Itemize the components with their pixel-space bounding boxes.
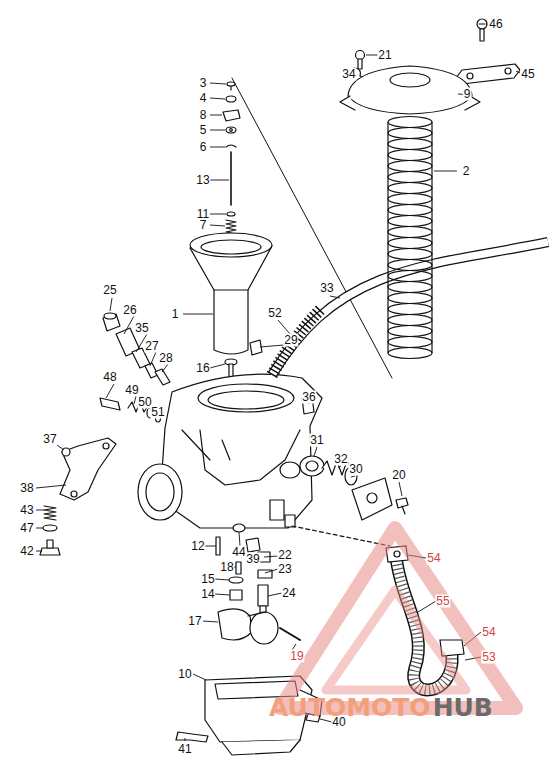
- callout-number: 30: [348, 463, 363, 476]
- callout-number: 20: [391, 469, 406, 482]
- spring-coil: [388, 326, 432, 337]
- callout-number: 6: [199, 141, 208, 154]
- spring-coil: [388, 293, 432, 304]
- spring-coil: [388, 282, 432, 293]
- spring-coil: [388, 348, 432, 359]
- spring-coil: [388, 315, 432, 326]
- callout-number: 46: [488, 18, 503, 31]
- watermark-text: AUTOMOTO: [268, 694, 432, 721]
- callout-number: 24: [281, 587, 296, 600]
- callout-number: 16: [195, 362, 210, 375]
- callout-number: 5: [199, 124, 208, 137]
- callout-number: 39: [245, 553, 260, 566]
- callout-number: 43: [19, 504, 34, 517]
- spring-edge: [431, 122, 432, 353]
- callout-number: 48: [102, 371, 117, 384]
- callout-number: 52: [267, 307, 282, 320]
- callout-number: 17: [187, 615, 202, 628]
- callout-number: 38: [19, 482, 34, 495]
- callout-number: 29: [283, 334, 298, 347]
- spring-coil: [388, 260, 432, 271]
- callout-number: 45: [520, 68, 535, 81]
- spring-edge: [387, 122, 388, 353]
- callout-number: 32: [333, 453, 348, 466]
- callout-number: 54: [481, 626, 496, 639]
- spring-coil: [388, 172, 432, 183]
- watermark-text: HUB: [432, 694, 494, 721]
- spring-coil: [388, 216, 432, 227]
- callout-number: 47: [19, 522, 34, 535]
- callout-number: 15: [200, 573, 215, 586]
- callout-number: 18: [219, 561, 234, 574]
- callout-number: 2: [462, 165, 471, 178]
- callout-number: 1: [171, 308, 180, 321]
- callout-number: 41: [177, 743, 192, 756]
- spring-coil: [388, 249, 432, 260]
- callout-number: 34: [341, 68, 356, 81]
- callout-number: 28: [158, 352, 173, 365]
- callout-number: 55: [435, 595, 450, 608]
- callout-number: 53: [481, 651, 496, 664]
- spring-coil: [388, 227, 432, 238]
- spring-coil: [388, 183, 432, 194]
- spring-coil: [388, 117, 432, 128]
- spring-coil: [388, 304, 432, 315]
- callout-number: 22: [277, 549, 292, 562]
- spring-coil: [388, 271, 432, 282]
- callout-number: 54: [426, 552, 441, 565]
- spring-coil: [388, 161, 432, 172]
- callout-number: 10: [177, 668, 192, 681]
- spring-coil: [388, 128, 432, 139]
- callout-number: 37: [42, 433, 57, 446]
- spring-coil: [388, 194, 432, 205]
- callout-number: 36: [301, 391, 316, 404]
- callout-number: 13: [195, 174, 210, 187]
- callout-number: 51: [150, 406, 165, 419]
- callout-number: 42: [19, 545, 34, 558]
- callout-number: 9: [463, 88, 472, 101]
- callout-number: 31: [309, 434, 324, 447]
- callout-number: 26: [122, 304, 137, 317]
- callout-number: 19: [289, 650, 304, 663]
- callout-number: 25: [102, 284, 117, 297]
- spring-coil: [388, 139, 432, 150]
- spring-coil: [388, 150, 432, 161]
- callout-number: 35: [134, 322, 149, 335]
- callout-number: 23: [277, 563, 292, 576]
- spring-coil: [388, 238, 432, 249]
- callout-number: 7: [199, 219, 208, 232]
- callout-number: 8: [199, 109, 208, 122]
- callout-number: 4: [199, 92, 208, 105]
- spring-coil: [388, 205, 432, 216]
- callout-number: 14: [200, 588, 215, 601]
- callout-number: 21: [377, 49, 392, 62]
- callout-number: 3: [199, 77, 208, 90]
- spring-coil: [388, 337, 432, 348]
- callout-number: 33: [319, 282, 334, 295]
- callout-number: 12: [190, 540, 205, 553]
